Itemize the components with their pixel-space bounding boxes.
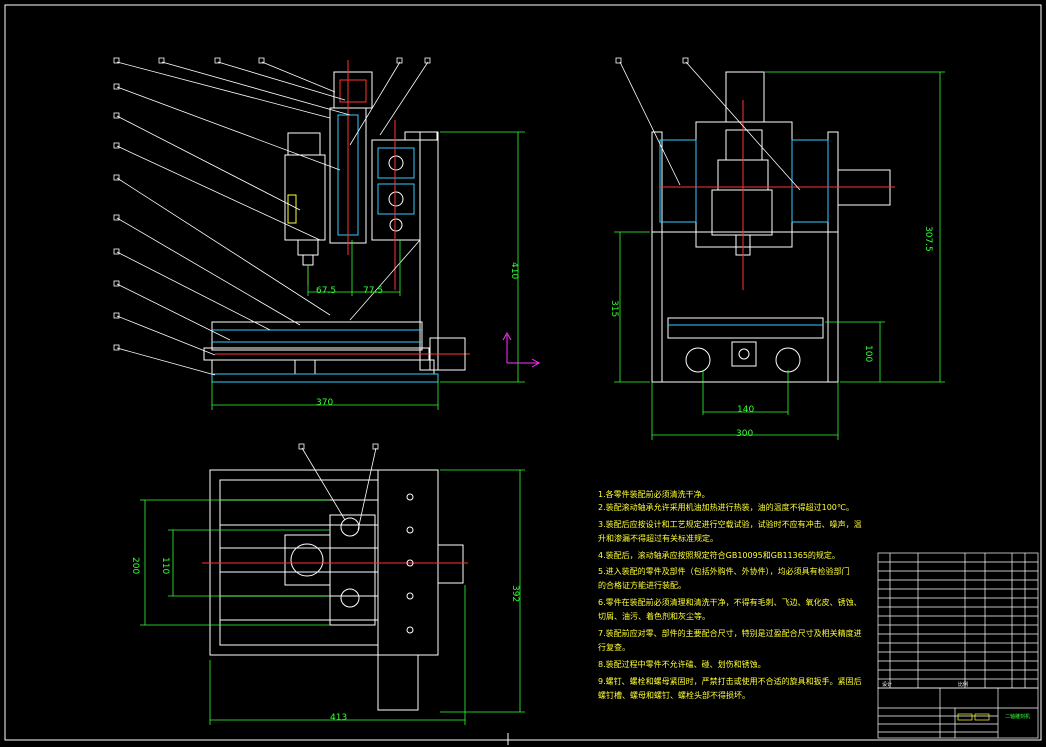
technical-notes: 1.各零件装配前必须清洗干净。 2.装配滚动轴承允许采用机油加热进行热装，油的温… <box>598 489 862 700</box>
base-plate <box>211 359 435 375</box>
side-motor <box>725 71 765 123</box>
dim-top-a: 200 <box>130 557 140 574</box>
top-view <box>202 469 468 711</box>
note-line: 1.各零件装配前必须清洗干净。 <box>598 489 710 499</box>
front-leaders <box>116 61 429 376</box>
note-line: 2.装配滚动轴承允许采用机油加热进行热装，油的温度不得超过100℃。 <box>598 502 854 512</box>
dim-side-height: 315 <box>609 300 619 317</box>
top-y-motor <box>377 654 419 711</box>
note-line: 行复查。 <box>598 642 630 652</box>
note-line: 的合格证方能进行装配。 <box>598 580 686 590</box>
dim-side-inner: 140 <box>737 405 754 415</box>
dim-side-width: 300 <box>736 429 753 439</box>
title-block <box>877 687 1039 739</box>
note-line: 3.装配后应按设计和工艺规定进行空载试验，试验时不应有冲击、噪声，温 <box>598 519 862 529</box>
front-balloons <box>113 57 431 351</box>
x-motor <box>429 337 466 371</box>
title-scale-label: 比例 <box>958 681 968 688</box>
coordinate-axes <box>502 331 541 368</box>
upright-plate <box>419 131 439 371</box>
note-line: 4.装配后，滚动轴承应按照规定符合GB10095和GB11365的规定。 <box>598 550 840 560</box>
x-rail <box>211 321 423 351</box>
dim-front-height: 410 <box>509 262 519 279</box>
dim-top-width: 413 <box>330 713 347 723</box>
parts-list <box>877 552 1039 689</box>
side-frame <box>651 231 839 383</box>
note-line: 7.装配前应对零、部件的主要配合尺寸，特别是过盈配合尺寸及相关精度进 <box>598 628 862 638</box>
note-line: 升和渗漏不得超过有关标准规定。 <box>598 533 718 543</box>
spindle-cap <box>287 132 321 156</box>
note-line: 6.零件在装配前必须清理和清洗干净，不得有毛刺、飞边、氧化皮、锈蚀、 <box>598 597 862 607</box>
note-line: 5.进入装配的零件及部件（包括外购件、外协件），均必须具有检验部门 <box>598 566 850 576</box>
top-leaders <box>298 443 379 531</box>
dim-offset-a: 67.5 <box>316 286 336 296</box>
dim-side-base: 100 <box>863 345 873 362</box>
top-dimension-lines <box>140 469 525 725</box>
dim-top-b: 110 <box>160 557 170 574</box>
note-line: 9.螺钉、螺栓和螺母紧固时，严禁打击或使用不合适的旋具和扳手。紧固后 <box>598 676 862 686</box>
side-gantry-plate <box>695 121 793 248</box>
y-carriage <box>371 139 421 241</box>
side-leaders <box>615 57 801 191</box>
note-line: 8.装配过程中零件不允许磕、碰、划伤和锈蚀。 <box>598 659 766 669</box>
title-design-label: 设计 <box>882 681 892 688</box>
side-view <box>651 71 895 383</box>
note-line: 螺钉槽、螺母和螺钉、螺栓头部不得损坏。 <box>598 690 750 700</box>
t-slot-table <box>667 317 824 339</box>
side-dimension-lines <box>614 71 945 440</box>
front-dimension-lines <box>211 131 525 410</box>
spindle-body <box>284 154 326 241</box>
dim-side-total: 307.5 <box>923 226 933 252</box>
title-drawing-name: 二轴雕刻机 <box>1005 713 1030 720</box>
drawing-border <box>4 4 1042 741</box>
front-view <box>203 60 470 383</box>
dim-top-depth: 392 <box>510 585 520 602</box>
note-line: 切屑、油污、着色剂和灰尘等。 <box>598 611 710 621</box>
dim-front-width: 370 <box>316 398 333 408</box>
dim-offset-b: 77.5 <box>363 286 383 296</box>
top-x-motor <box>437 544 464 584</box>
